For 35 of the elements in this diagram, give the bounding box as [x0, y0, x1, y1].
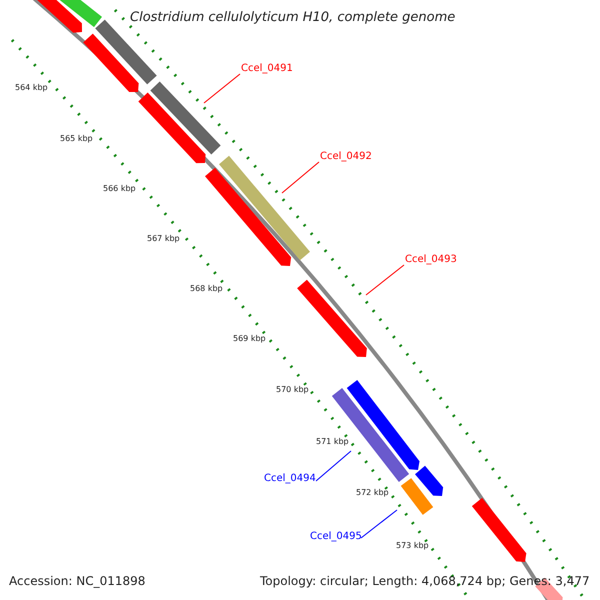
gene-bar [346, 380, 420, 470]
footer-text: Accession: NC_011898 [9, 575, 146, 587]
leader-line [360, 510, 398, 538]
gene-bar [332, 388, 410, 482]
map-title: Clostridium cellulolyticum H10, complete genome [130, 11, 456, 24]
gene-bar [415, 466, 444, 496]
gene-label: Ccel_0495 [310, 532, 362, 542]
gene-bar [297, 280, 367, 357]
scale-label: 573 kbp [396, 542, 429, 550]
scale-label: 564 kbp [15, 84, 48, 92]
leader-line [282, 162, 320, 194]
gene-label: Ccel_0493 [405, 255, 457, 265]
gene-label: Ccel_0492 [320, 152, 372, 162]
gene-label: Ccel_0494 [264, 474, 316, 484]
scale-label: 572 kbp [356, 489, 389, 497]
scale-label: 567 kbp [147, 235, 180, 243]
scale-label: 571 kbp [316, 438, 349, 446]
footer-text: Topology: circular; Length: 4,068,724 bp; Genes: 3,477 [260, 575, 590, 587]
gene-bar [95, 20, 157, 84]
scale-label: 565 kbp [60, 135, 93, 143]
scale-label: 570 kbp [276, 386, 309, 394]
gene-label: Ccel_0491 [241, 64, 293, 74]
gene-bar [205, 168, 292, 266]
gene-bar [219, 156, 310, 260]
gene-bar [83, 34, 139, 92]
gene-bar [138, 92, 206, 164]
gene-bar [150, 82, 221, 154]
scale-label: 566 kbp [103, 185, 136, 193]
gene-bar [472, 498, 526, 562]
leader-line [366, 264, 404, 296]
scale-label: 568 kbp [190, 285, 223, 293]
leader-line [316, 450, 352, 482]
gene-bar [400, 478, 434, 515]
leader-line [204, 74, 240, 104]
scale-label: 569 kbp [233, 335, 266, 343]
